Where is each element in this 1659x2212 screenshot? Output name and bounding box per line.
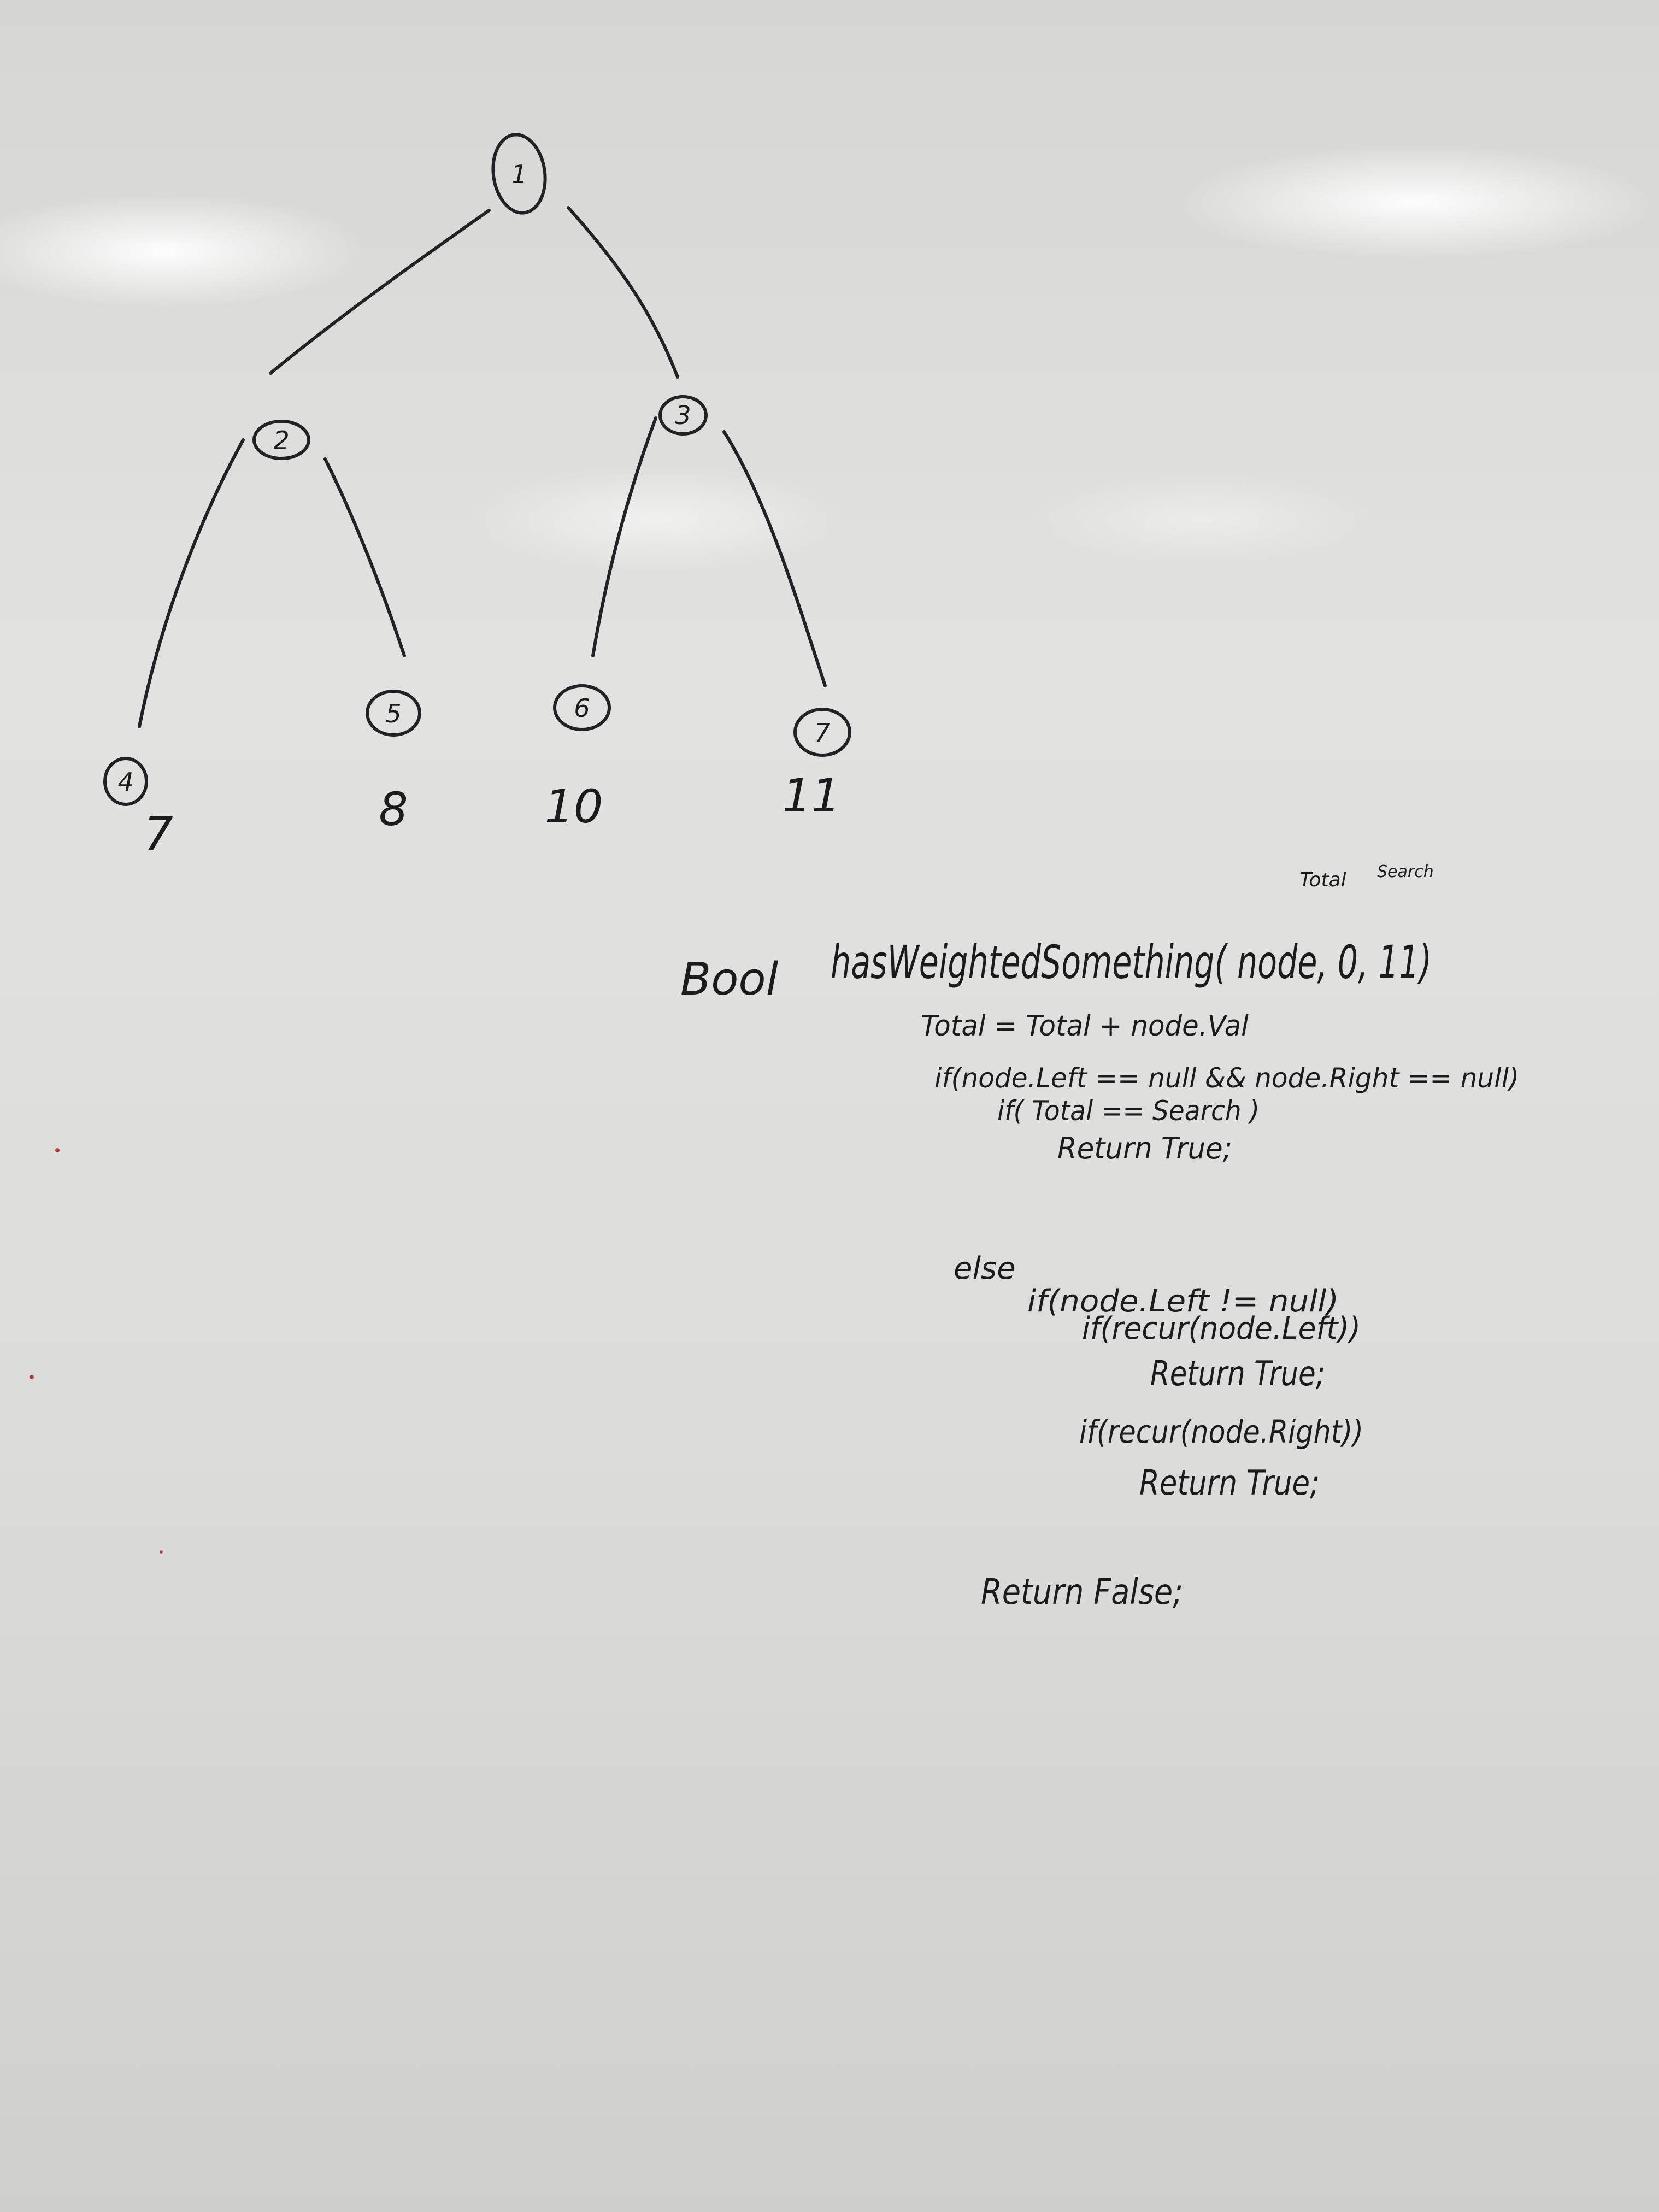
code-line-leaf-check: if(node.Left == null && node.Right == nu… [934, 1062, 1519, 1094]
node-5-label: 5 [385, 699, 401, 728]
code-line-return-false: Return False; [981, 1572, 1183, 1613]
path-sum-leaf-6: 10 [545, 780, 603, 833]
edge-1-3 [567, 206, 679, 379]
code-line-recur-left: if(recur(node.Left)) [1082, 1311, 1361, 1346]
edge-2-5 [323, 457, 406, 657]
code-line-total-check: if( Total == Search ) [997, 1095, 1260, 1127]
node-7-label: 7 [814, 718, 830, 748]
tree-node-2: 2 [252, 420, 310, 460]
code-line-left-check: if(node.Left != null) [1027, 1284, 1339, 1319]
tree-edges [138, 206, 827, 728]
node-4-label: 4 [117, 767, 133, 797]
code-line-total: Total = Total + node.Val [921, 1010, 1249, 1043]
node-1-label: 1 [511, 160, 527, 189]
red-speck-3 [160, 1550, 163, 1554]
edge-3-6 [591, 416, 657, 657]
tree-node-5: 5 [366, 690, 421, 737]
node-3-label: 3 [675, 401, 691, 430]
code-line-return-true-1: Return True; [1057, 1131, 1232, 1166]
code-line-else: else [954, 1251, 1016, 1286]
node-5-circle [366, 690, 421, 737]
annotation-total: Total [1299, 869, 1346, 891]
function-signature: hasWeightedSomething( node, 0, 11) [831, 936, 1432, 989]
return-type: Bool [680, 954, 779, 1005]
annotation-search: Search [1377, 862, 1434, 881]
code-line-recur-right: if(recur(node.Right)) [1079, 1413, 1363, 1450]
tree-node-6: 6 [553, 684, 611, 731]
path-sum-leaf-5: 8 [379, 783, 408, 836]
node-1-circle [491, 133, 547, 215]
tree-node-1: 1 [491, 133, 547, 215]
node-6-label: 6 [574, 693, 590, 723]
node-6-circle [553, 684, 611, 731]
path-sum-leaf-4: 7 [144, 807, 173, 861]
node-2-label: 2 [273, 426, 289, 455]
red-speck-1 [55, 1148, 60, 1152]
edge-3-7 [722, 430, 827, 687]
code-line-return-true-3: Return True; [1139, 1463, 1320, 1503]
tree-node-3: 3 [658, 395, 708, 436]
tree-node-7: 7 [793, 708, 851, 757]
node-3-circle [658, 395, 708, 436]
code-block: Bool Total Search hasWeightedSomething( … [680, 862, 1519, 1613]
node-7-circle [793, 708, 851, 757]
red-speck-2 [30, 1375, 34, 1379]
code-line-return-true-2: Return True; [1150, 1354, 1325, 1393]
edge-2-4 [138, 438, 245, 728]
path-sum-leaf-7: 11 [783, 769, 841, 822]
stray-marks [30, 1148, 163, 1554]
edge-1-2 [269, 209, 491, 375]
path-sums: 7 8 10 11 [144, 769, 840, 861]
node-2-circle [252, 420, 310, 460]
node-4-circle [103, 757, 148, 806]
tree-node-4: 4 [103, 757, 148, 806]
